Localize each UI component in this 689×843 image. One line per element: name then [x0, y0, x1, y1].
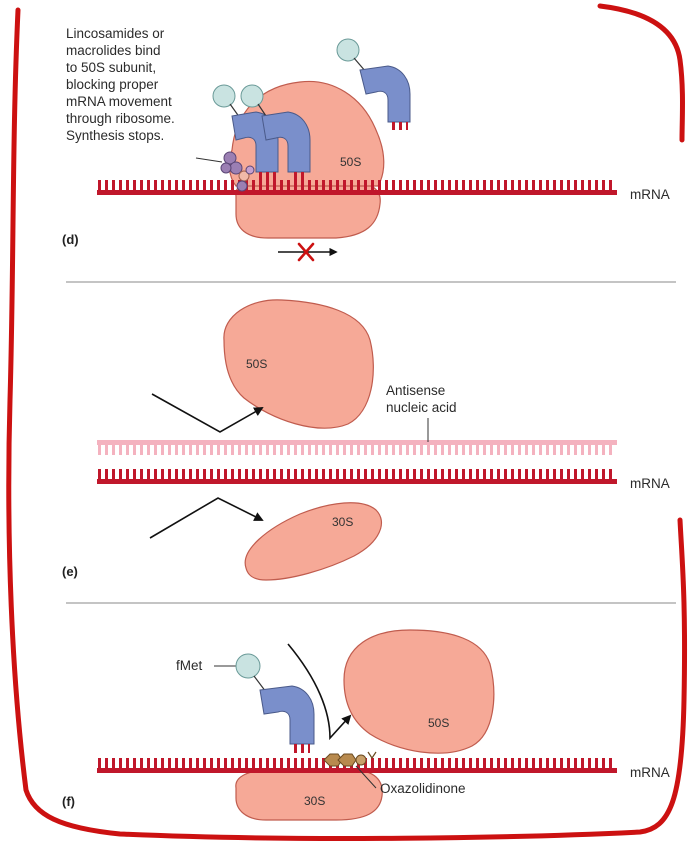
panel-label: (d)	[62, 232, 79, 247]
oxazolidinone-pointer	[355, 765, 377, 789]
hand-drawn-frame	[6, 3, 688, 841]
oxazolidinone-drug-icon	[323, 751, 377, 767]
antisense-backbone	[97, 440, 617, 445]
small-subunit-label: 30S	[304, 794, 325, 808]
large-subunit-label: 50S	[340, 155, 361, 169]
amino-acid-icon	[240, 84, 264, 108]
trna-middle	[240, 84, 311, 180]
panel-f: 50S fMet 30S mRNA Oxazolidinone (f)	[62, 629, 670, 821]
small-subunit-label: 30S	[332, 515, 353, 529]
approach-arrow-50s	[151, 393, 264, 433]
mrna-teeth	[97, 758, 615, 769]
mrna-teeth	[97, 180, 615, 191]
amino-acid-icon	[212, 84, 236, 108]
oxazolidinone-label: Oxazolidinone	[380, 781, 466, 796]
mrna-backbone	[97, 479, 617, 484]
blocked-x-icon	[297, 242, 315, 262]
mrna-label: mRNA	[630, 476, 670, 491]
fmet-label: fMet	[176, 658, 203, 673]
macrolide-drug-icon	[195, 151, 255, 192]
caption-text: Lincosamides or macrolides bind to 50S s…	[66, 26, 179, 143]
approach-arrow-50s	[287, 643, 352, 741]
antisense-label: Antisense nucleic acid	[386, 383, 457, 415]
approach-arrow-30s	[149, 497, 264, 539]
panel-label: (f)	[62, 794, 75, 809]
small-subunit-30s	[244, 502, 383, 581]
amino-acid-icon	[235, 653, 261, 679]
panel-e: 50S Antisense nucleic acid mRNA 30S (e)	[62, 299, 670, 581]
mrna-label: mRNA	[630, 187, 670, 202]
trna-fmet: fMet	[176, 653, 315, 753]
large-subunit-50s	[343, 629, 495, 754]
antisense-teeth	[97, 445, 615, 455]
mrna-backbone	[97, 190, 617, 195]
mrna-backbone	[97, 768, 617, 773]
mrna-teeth	[97, 469, 615, 480]
large-subunit-label: 50S	[246, 357, 267, 371]
large-subunit-50s	[223, 299, 374, 429]
mrna-label: mRNA	[630, 765, 670, 780]
panel-label: (e)	[62, 564, 78, 579]
panel-d: 50S mRNA	[62, 26, 670, 262]
amino-acid-icon	[336, 38, 360, 62]
large-subunit-label: 50S	[428, 716, 449, 730]
trna-exiting	[336, 38, 411, 130]
